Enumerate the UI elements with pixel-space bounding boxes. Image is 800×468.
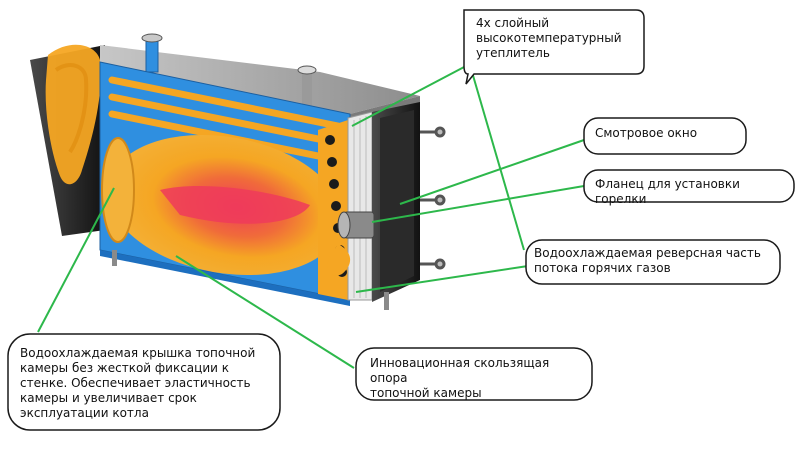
support-legs [112,250,389,310]
callout-insulation: 4х слойный высокотемпературный утеплител… [476,16,622,60]
left-end-cap [30,44,105,236]
callout-chamber-lid: Водоохлаждаемая крышка топочной камеры б… [20,346,256,420]
combustion-chamber [101,134,342,276]
callout-burner-flange: Фланец для установки горелки [595,177,740,206]
insulation-layers [347,111,373,301]
leader-lines [37,65,585,369]
callout-sliding-support: Инновационная скользящая опора топочной … [370,356,550,400]
callout-bubble-flange [583,169,795,203]
callout-bubble-support [355,347,593,401]
callout-bubble-lid [7,333,281,431]
top-nozzles [141,33,317,110]
callout-bubbles [7,9,795,431]
callout-reverse-part: Водоохлаждаемая реверсная часть потока г… [534,246,761,275]
door-handles [420,126,446,270]
callout-sight-window: Смотровое окно [595,126,698,140]
callout-bubble-reverse [525,239,781,285]
callout-bubble-insulation [463,9,645,85]
burner-flange [327,211,375,276]
front-door [372,102,420,302]
callout-bubble-window [583,117,747,155]
